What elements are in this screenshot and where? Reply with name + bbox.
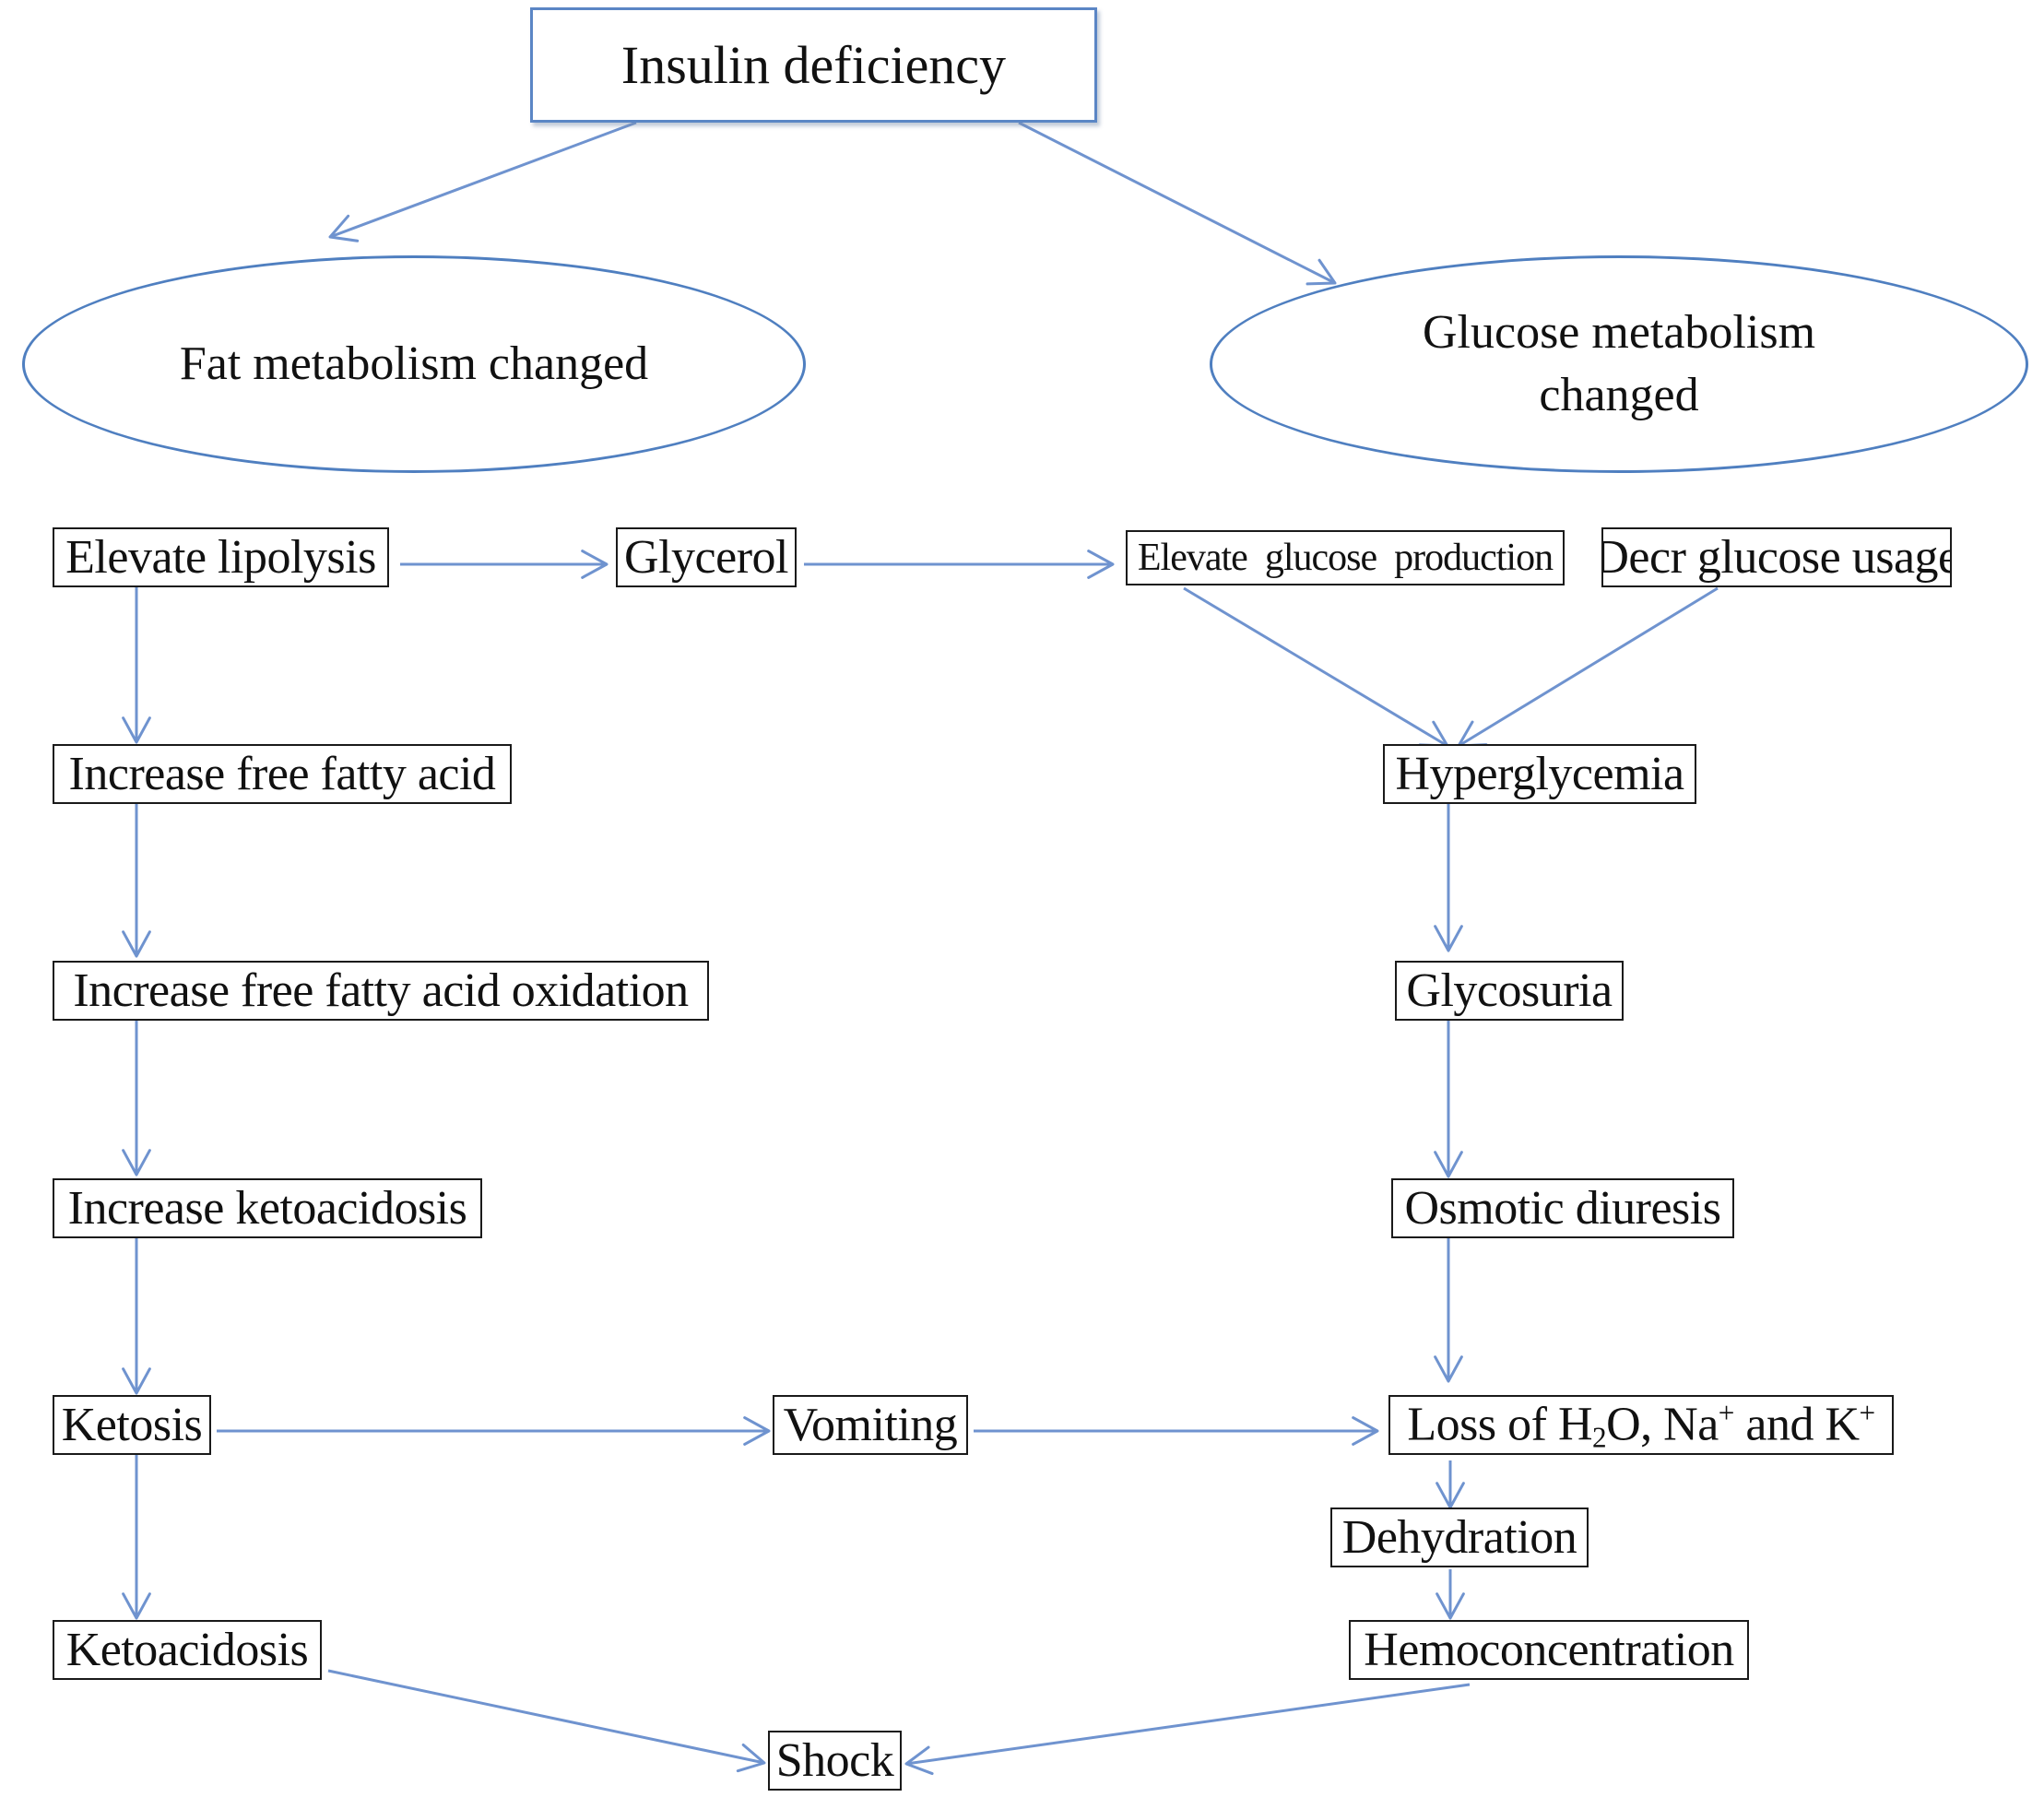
glycerol-label: Glycerol bbox=[624, 530, 788, 584]
insulin-deficiency-box: Insulin deficiency bbox=[530, 7, 1097, 123]
arrow-lipolysis-to-glycerol bbox=[400, 550, 608, 579]
hyperglycemia-label: Hyperglycemia bbox=[1395, 747, 1684, 800]
arrow-ketoacidosis-to-shock bbox=[327, 1669, 766, 1773]
elevate-lipolysis-label: Elevate lipolysis bbox=[65, 530, 376, 584]
loss-sub2: 2 bbox=[1592, 1421, 1607, 1454]
increase-ketoacidosis-label: Increase ketoacidosis bbox=[67, 1181, 467, 1235]
loss-of-water-sodium-potassium-box: Loss of H2O, Na+ and K+ bbox=[1388, 1395, 1894, 1455]
hyperglycemia-box: Hyperglycemia bbox=[1383, 744, 1696, 804]
fat-metabolism-ellipse: Fat metabolism changed bbox=[22, 255, 806, 473]
elevate-glucose-production-label: Elevate glucose production bbox=[1137, 537, 1554, 579]
loss-prefix: Loss of H bbox=[1407, 1398, 1592, 1451]
decr-glucose-usage-box: Decr glucose usage bbox=[1601, 527, 1952, 587]
arrow-glucose-production-to-hyperglycemia bbox=[1183, 586, 1449, 748]
increase-free-fatty-acid-oxidation-box: Increase free fatty acid oxidation bbox=[53, 961, 709, 1021]
increase-free-fatty-acid-box: Increase free fatty acid bbox=[53, 744, 512, 804]
arrow-ketosis-to-vomiting bbox=[217, 1416, 771, 1446]
hemoconcentration-box: Hemoconcentration bbox=[1349, 1620, 1749, 1680]
hemoconcentration-label: Hemoconcentration bbox=[1364, 1623, 1734, 1676]
vomiting-label: Vomiting bbox=[783, 1398, 958, 1451]
insulin-deficiency-label: Insulin deficiency bbox=[620, 35, 1007, 95]
arrow-loss-to-dehydration bbox=[1436, 1460, 1465, 1509]
fat-metabolism-label: Fat metabolism changed bbox=[179, 337, 649, 391]
arrow-oxidation-to-ketoacidosis bbox=[122, 1021, 151, 1176]
dehydration-box: Dehydration bbox=[1330, 1508, 1589, 1567]
glycosuria-label: Glycosuria bbox=[1406, 964, 1613, 1017]
arrow-glycosuria-to-osmotic bbox=[1434, 1021, 1463, 1178]
arrow-ketosis-to-ketoacidosis bbox=[122, 1455, 151, 1620]
ketoacidosis-label: Ketoacidosis bbox=[65, 1623, 309, 1676]
arrow-glycerol-to-glucose-production bbox=[804, 550, 1115, 579]
arrow-hyperglycemia-to-glycosuria bbox=[1434, 804, 1463, 952]
arrow-osmotic-to-loss bbox=[1434, 1238, 1463, 1383]
ketosis-label: Ketosis bbox=[61, 1398, 203, 1451]
arrow-lipolysis-to-ffa bbox=[122, 587, 151, 744]
increase-free-fatty-acid-label: Increase free fatty acid bbox=[68, 747, 496, 800]
osmotic-diuresis-label: Osmotic diuresis bbox=[1404, 1181, 1721, 1235]
ketosis-box: Ketosis bbox=[53, 1395, 211, 1455]
loss-of-water-sodium-potassium-label: Loss of H2O, Na+ and K+ bbox=[1407, 1396, 1876, 1454]
arrow-insulin-to-glucose bbox=[1018, 121, 1337, 286]
glucose-metabolism-label-line2: changed bbox=[1539, 369, 1699, 421]
loss-plus2: + bbox=[1859, 1396, 1876, 1429]
shock-box: Shock bbox=[768, 1731, 902, 1791]
glucose-metabolism-ellipse: Glucose metabolism changed bbox=[1210, 255, 2028, 473]
vomiting-box: Vomiting bbox=[773, 1395, 968, 1455]
increase-ketoacidosis-box: Increase ketoacidosis bbox=[53, 1178, 482, 1238]
arrow-hemoconcentration-to-shock bbox=[904, 1683, 1471, 1776]
arrow-glucose-usage-to-hyperglycemia bbox=[1457, 586, 1719, 748]
loss-o-na: O, Na bbox=[1606, 1398, 1719, 1451]
glycerol-box: Glycerol bbox=[616, 527, 797, 587]
elevate-glucose-production-box: Elevate glucose production bbox=[1126, 530, 1565, 585]
glucose-metabolism-label-line1: Glucose metabolism bbox=[1422, 306, 1816, 360]
loss-and-k: and K bbox=[1733, 1398, 1860, 1451]
increase-free-fatty-acid-oxidation-label: Increase free fatty acid oxidation bbox=[73, 964, 689, 1017]
elevate-lipolysis-box: Elevate lipolysis bbox=[53, 527, 389, 587]
loss-plus1: + bbox=[1718, 1396, 1735, 1429]
decr-glucose-usage-label: Decr glucose usage bbox=[1601, 530, 1952, 584]
shock-label: Shock bbox=[775, 1733, 894, 1787]
ketoacidosis-box: Ketoacidosis bbox=[53, 1620, 322, 1680]
dehydration-label: Dehydration bbox=[1341, 1510, 1577, 1564]
arrow-vomiting-to-loss bbox=[974, 1416, 1379, 1446]
arrow-ffa-to-oxidation bbox=[122, 804, 151, 958]
arrow-increase-ketoacidosis-to-ketosis bbox=[122, 1238, 151, 1395]
arrow-insulin-to-fat bbox=[328, 121, 637, 242]
osmotic-diuresis-box: Osmotic diuresis bbox=[1391, 1178, 1734, 1238]
arrow-dehydration-to-hemoconcentration bbox=[1436, 1569, 1465, 1620]
glycosuria-box: Glycosuria bbox=[1395, 961, 1624, 1021]
